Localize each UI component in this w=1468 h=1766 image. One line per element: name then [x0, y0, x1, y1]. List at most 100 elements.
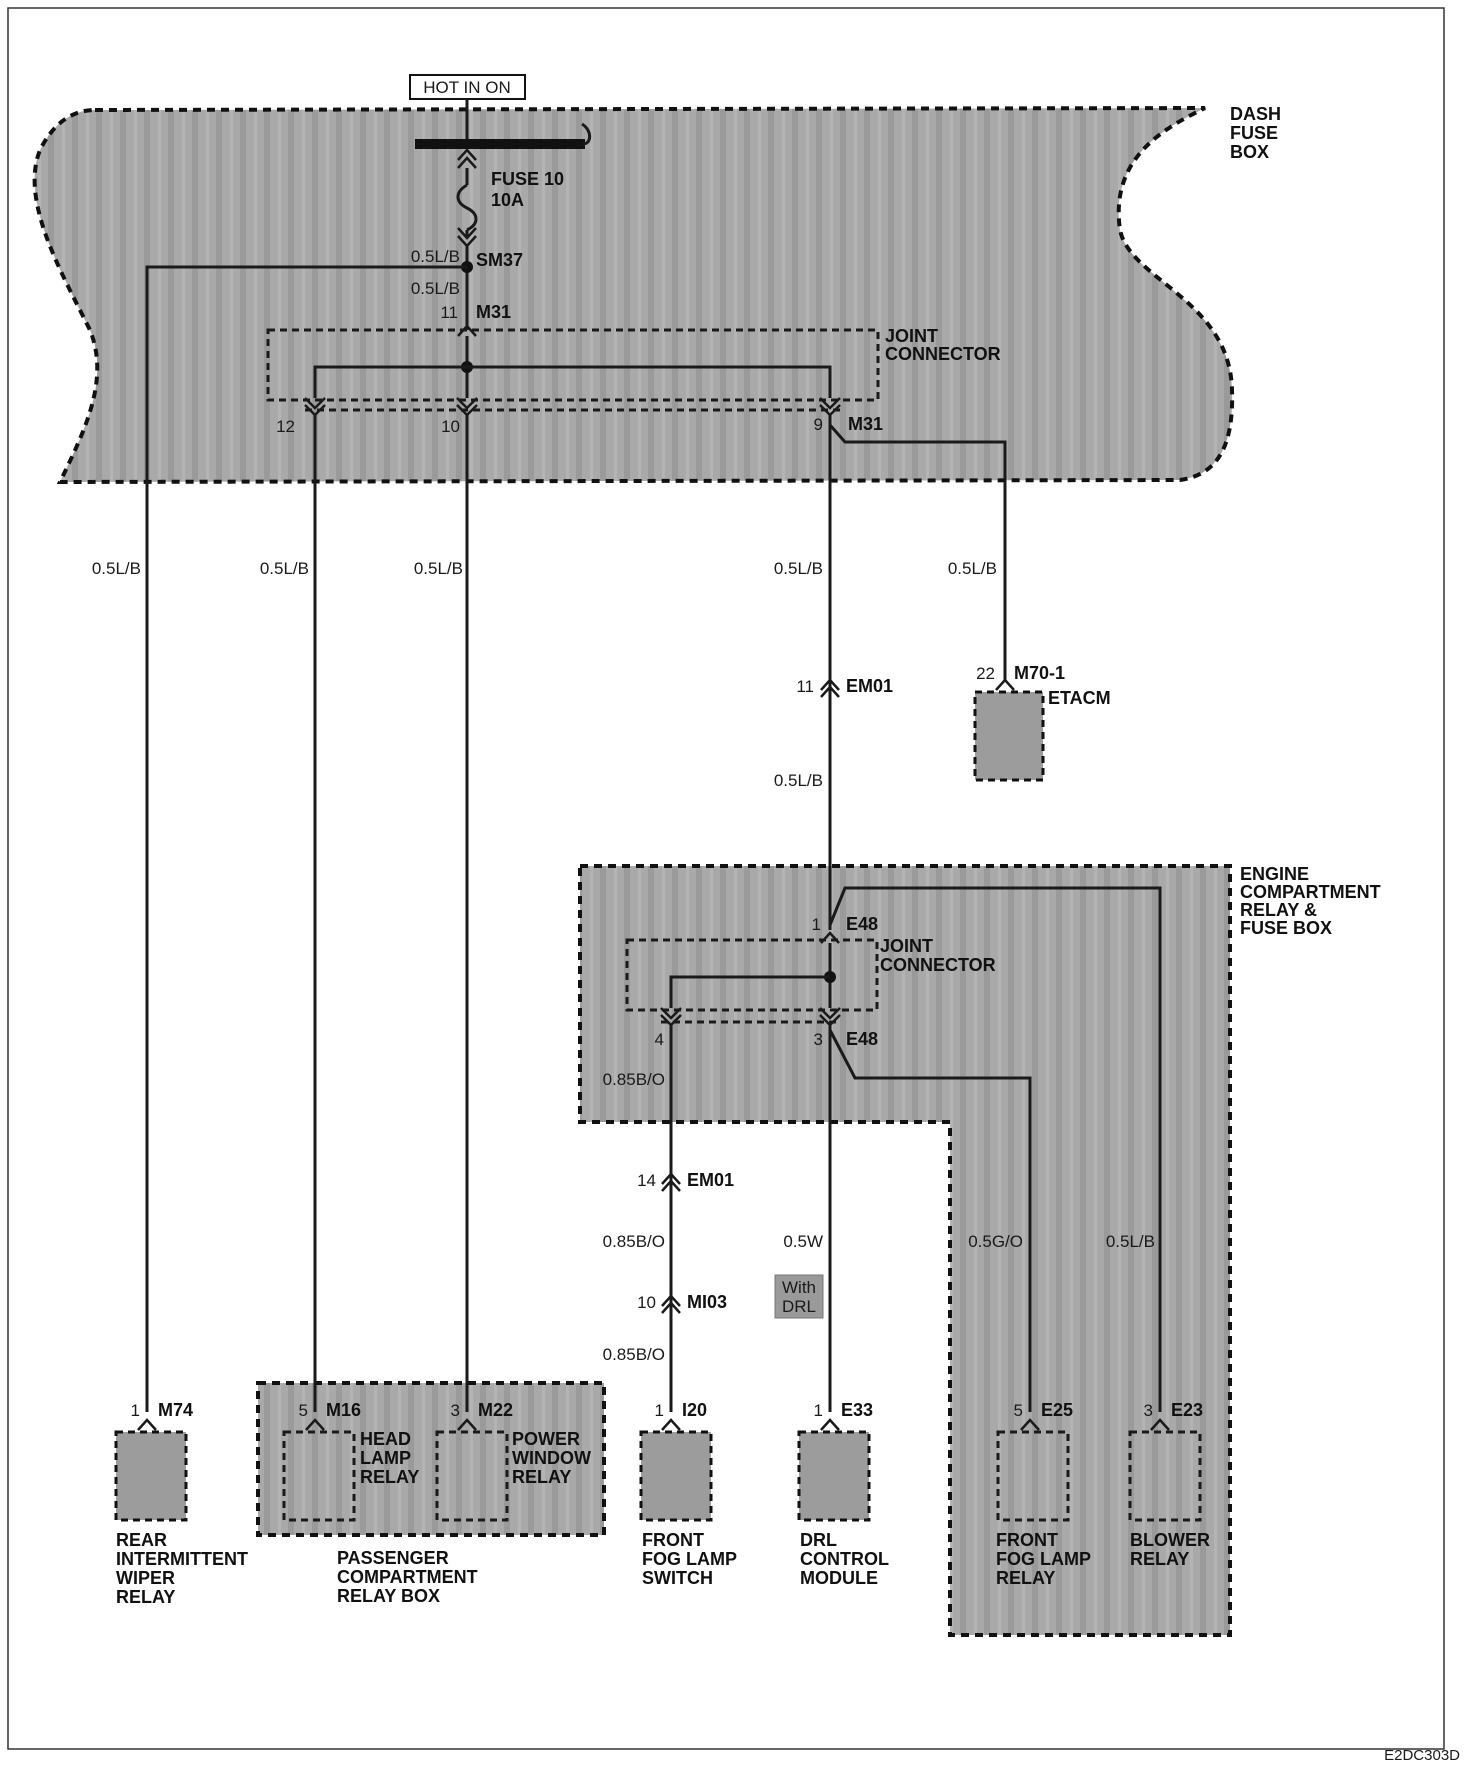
fuse-bus-bar [415, 139, 585, 149]
drl-label-3: MODULE [800, 1568, 878, 1588]
connector-em01-bottom: EM01 [687, 1170, 734, 1190]
engine-box-label-2: COMPARTMENT [1240, 882, 1381, 902]
rear-wiper-label-3: WIPER [116, 1568, 175, 1588]
wire-label-bo-2: 0.85B/O [603, 1232, 665, 1251]
connector-m31-top: M31 [476, 302, 511, 322]
passenger-box-label-3: RELAY BOX [337, 1586, 440, 1606]
wire-label-bo-1: 0.85B/O [603, 1070, 665, 1089]
head-lamp-label-3: RELAY [360, 1467, 419, 1487]
pin-em01-14: 14 [637, 1171, 656, 1190]
engine-joint-label-2: CONNECTOR [880, 955, 996, 975]
dash-fuse-box-region [32, 106, 1235, 485]
fog-relay-label-1: FRONT [996, 1530, 1058, 1550]
pin-m70-22: 22 [976, 664, 995, 683]
dash-box-label-3: BOX [1230, 142, 1269, 162]
wire-label-lb-2: 0.5L/B [411, 279, 460, 298]
pin-m31-in: 11 [440, 303, 458, 322]
head-lamp-relay-component [282, 1430, 356, 1522]
power-window-label-1: POWER [512, 1429, 580, 1449]
power-window-label-2: WINDOW [512, 1448, 591, 1468]
connector-m70-1: M70-1 [1014, 663, 1065, 683]
wire-label-rear-wiper: 0.5L/B [92, 559, 141, 578]
engine-compartment-box-region [578, 864, 1232, 1637]
connector-e33: E33 [841, 1400, 873, 1420]
connector-m74: M74 [158, 1400, 193, 1420]
fuse-10-symbol [456, 148, 478, 248]
fog-lamp-switch-component [639, 1430, 713, 1522]
connector-em01-symbol [820, 678, 840, 698]
pin-i20: 1 [655, 1401, 664, 1420]
engine-joint-label-1: JOINT [880, 936, 933, 956]
power-window-label-3: RELAY [512, 1467, 571, 1487]
connector-mi03: MI03 [687, 1292, 727, 1312]
drl-control-module-component [797, 1430, 871, 1522]
pin-m22: 3 [451, 1401, 460, 1420]
pin-e33: 1 [814, 1401, 823, 1420]
etacm-label: ETACM [1048, 688, 1111, 708]
hot-in-on-label: HOT IN ON [423, 78, 511, 97]
with-drl-tag-2: DRL [782, 1297, 816, 1316]
dash-box-label-1: DASH [1230, 104, 1281, 124]
wire-label-em01: 0.5L/B [774, 559, 823, 578]
pin-mi03-10: 10 [637, 1293, 656, 1312]
connector-e25: E25 [1041, 1400, 1073, 1420]
pin-m74: 1 [131, 1401, 140, 1420]
engine-box-label-3: RELAY & [1240, 900, 1317, 920]
dash-joint-label-1: JOINT [885, 326, 938, 346]
connector-i20: I20 [682, 1400, 707, 1420]
page-frame [7, 7, 1445, 1750]
connector-e48-top: E48 [846, 914, 878, 934]
rear-wiper-label-2: INTERMITTENT [116, 1549, 248, 1569]
drl-label-2: CONTROL [800, 1549, 889, 1569]
fog-relay-label-2: FOG LAMP [996, 1549, 1091, 1569]
wire-label-bo-3: 0.85B/O [603, 1345, 665, 1364]
passenger-box-label-1: PASSENGER [337, 1548, 449, 1568]
passenger-box-label-2: COMPARTMENT [337, 1567, 478, 1587]
blower-label-1: BLOWER [1130, 1530, 1210, 1550]
wire-label-power-window: 0.5L/B [414, 559, 463, 578]
pin-m31-9: 9 [814, 415, 823, 434]
wire-label-em01-e48: 0.5L/B [774, 771, 823, 790]
with-drl-tag [774, 1274, 824, 1319]
pin-e48-3: 3 [814, 1030, 823, 1049]
connector-mi03-symbol [661, 1294, 681, 1314]
engine-box-label-1: ENGINE [1240, 864, 1309, 884]
rear-wiper-label-1: REAR [116, 1530, 167, 1550]
connector-m31-bottom: M31 [848, 414, 883, 434]
dash-joint-connector [266, 328, 880, 402]
fog-switch-label-2: FOG LAMP [642, 1549, 737, 1569]
pin-e48-1: 1 [812, 915, 821, 934]
fog-lamp-relay-component [996, 1430, 1070, 1522]
fog-relay-label-3: RELAY [996, 1568, 1055, 1588]
wire-label-head-lamp: 0.5L/B [260, 559, 309, 578]
wire-label-go: 0.5G/O [968, 1232, 1023, 1251]
connector-m22: M22 [478, 1400, 513, 1420]
fuse-rating: 10A [491, 190, 524, 210]
dash-joint-label-2: CONNECTOR [885, 344, 1001, 364]
pin-e25: 5 [1014, 1401, 1023, 1420]
connector-e23: E23 [1171, 1400, 1203, 1420]
engine-joint-connector [625, 938, 879, 1012]
connector-em01-top: EM01 [846, 676, 893, 696]
connector-e48-bottom: E48 [846, 1029, 878, 1049]
fuse-name: FUSE 10 [491, 169, 564, 189]
head-lamp-label-2: LAMP [360, 1448, 411, 1468]
pin-m31-10: 10 [441, 417, 460, 436]
head-lamp-label-1: HEAD [360, 1429, 411, 1449]
connector-m70-symbol [995, 678, 1015, 691]
fog-switch-label-1: FRONT [642, 1530, 704, 1550]
blower-relay-component [1128, 1430, 1202, 1522]
figure-code: E2DC303D [1384, 1747, 1460, 1764]
pin-m16: 5 [299, 1401, 308, 1420]
wire-label-blower: 0.5L/B [1106, 1232, 1155, 1251]
connector-sm37: SM37 [476, 250, 523, 270]
wire-label-etacm: 0.5L/B [948, 559, 997, 578]
rear-wiper-relay-component [114, 1430, 188, 1522]
engine-box-label-4: FUSE BOX [1240, 918, 1332, 938]
with-drl-tag-1: With [782, 1278, 816, 1297]
wire-label-lb-1: 0.5L/B [411, 247, 460, 266]
dash-box-label-2: FUSE [1230, 123, 1278, 143]
pin-e48-4: 4 [655, 1030, 664, 1049]
blower-label-2: RELAY [1130, 1549, 1189, 1569]
